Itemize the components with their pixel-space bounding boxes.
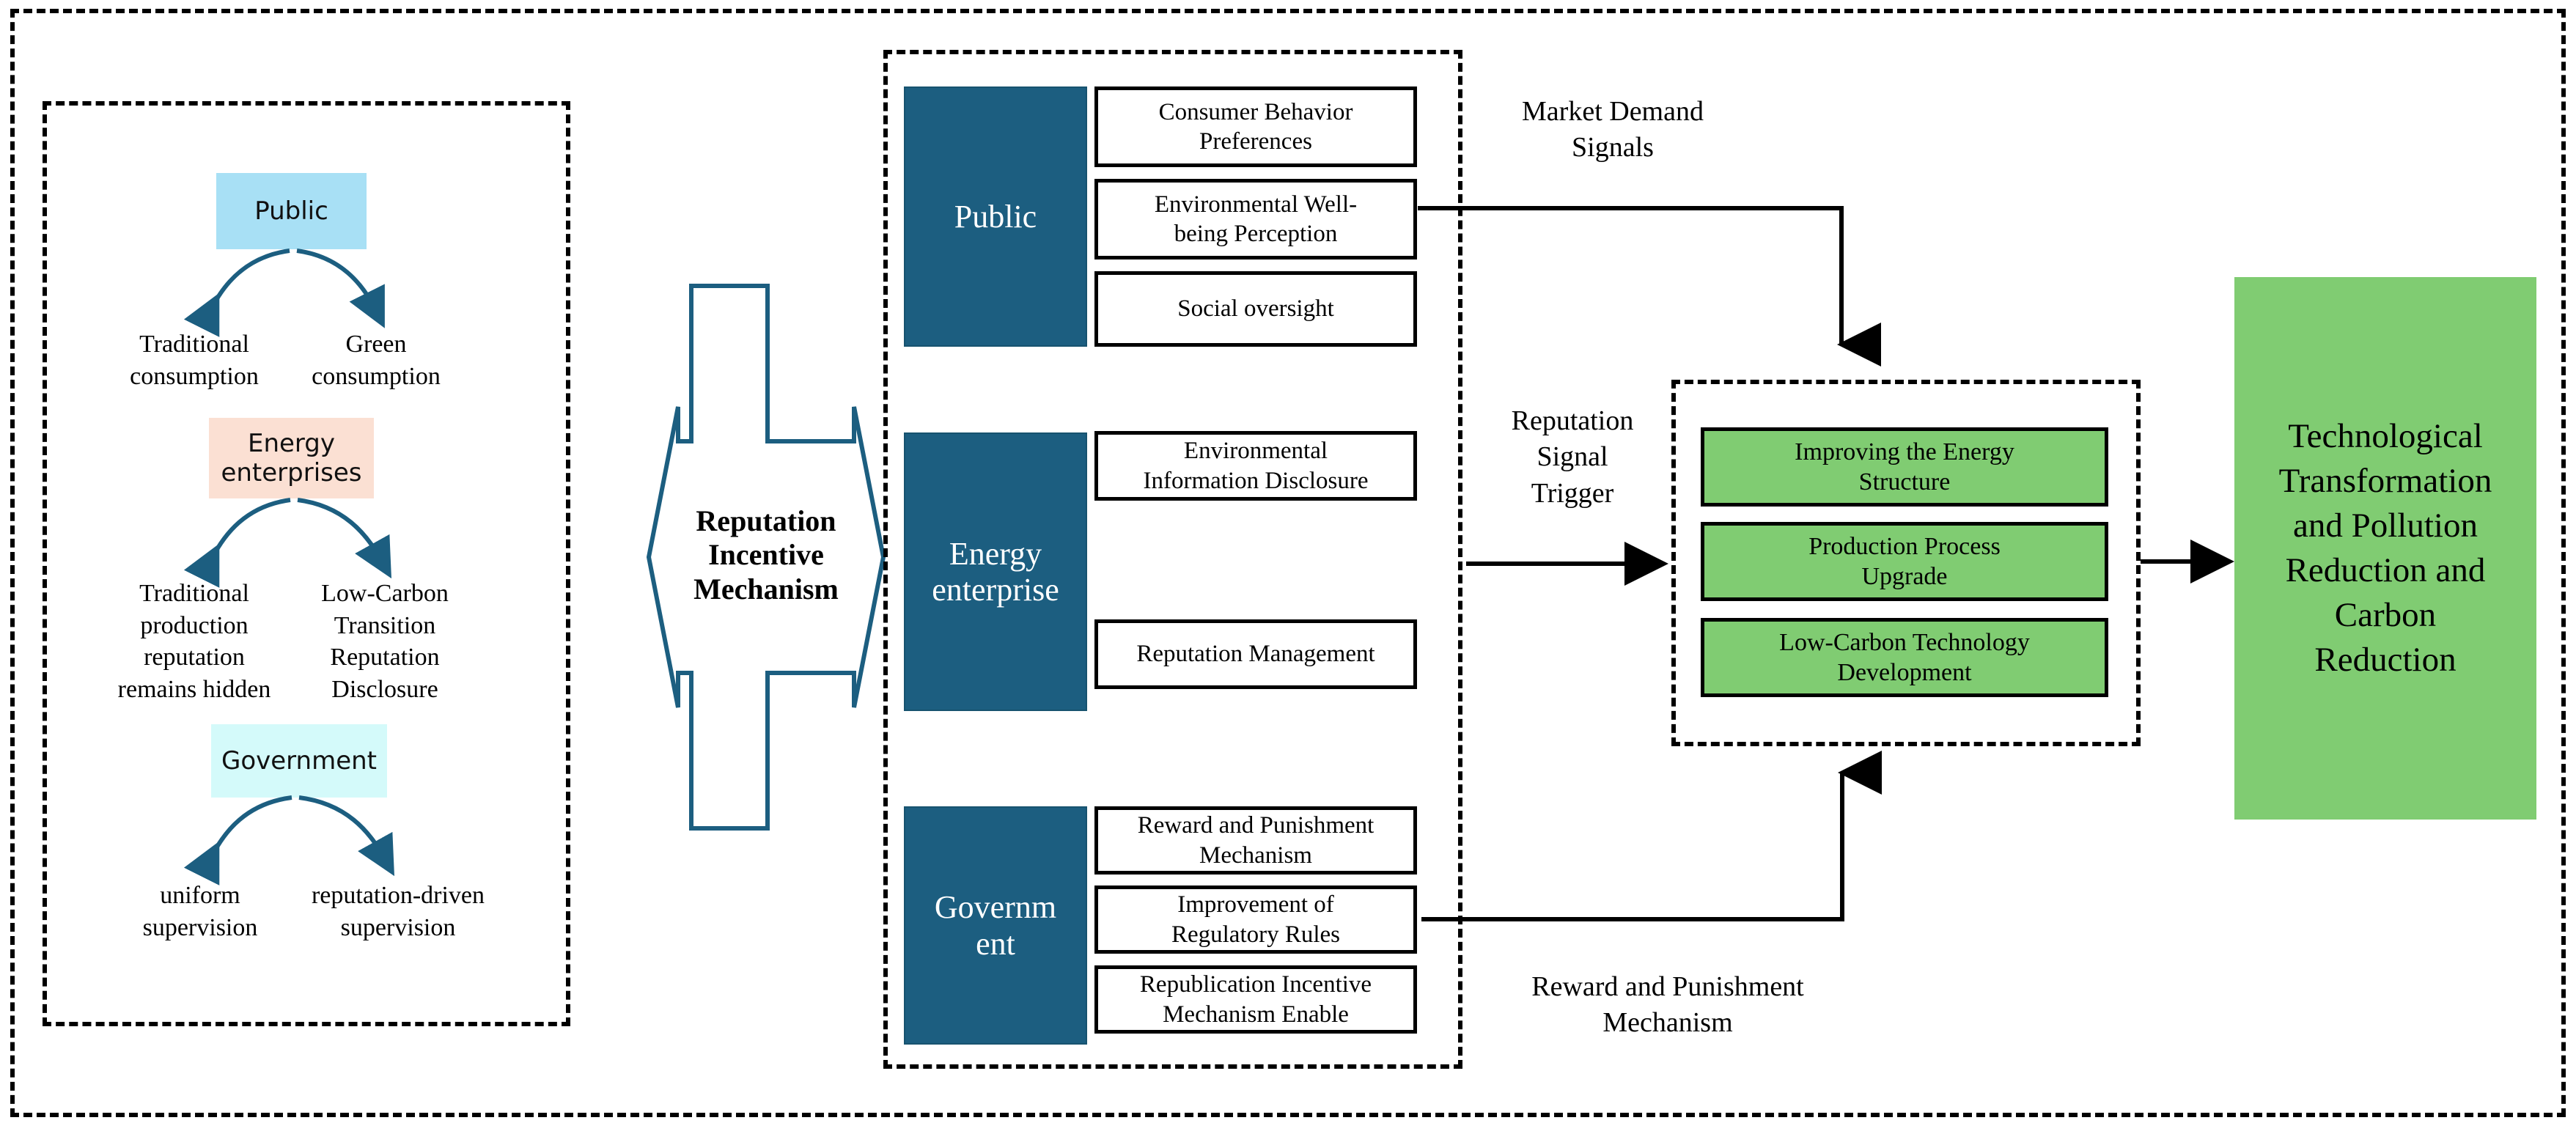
connector-label-reward-and-punishment-mechanism: Reward and Punishment Mechanism [1531,971,1804,1039]
action-low-carbon-technology-development: Low-Carbon Technology Development [1701,618,2108,697]
left-leaf-government-uniform: uniform supervision [142,882,258,941]
connector-label-market-demand-signals: Market Demand Signals [1522,96,1704,163]
action-improving-the-energy-structure: Improving the Energy Structure [1701,427,2108,507]
outer-frame [10,9,2566,1117]
left-leaf-public-traditional: Traditional consumption [130,331,259,390]
left-leaf-energy-traditional: Traditional production reputation remain… [117,580,271,703]
left-chip-government: Government [211,724,387,798]
action-production-process-upgrade: Production Process Upgrade [1701,522,2108,601]
connector-reputation-signal-trigger [1465,542,1685,586]
item-environmental-information-disclosure: Environmental Information Disclosure [1094,431,1417,501]
left-chip-public: Public [216,173,367,249]
actions-panel-frame [1671,380,2141,746]
role-box-energy-enterprise: Energy enterprise [904,432,1087,711]
connector-reward-and-punishment-mechanism [1418,751,1895,931]
item-consumer-behavior-preferences: Consumer Behavior Preferences [1094,86,1417,167]
left-leaf-public-green: Green consumption [312,331,441,390]
item-social-oversight: Social oversight [1094,271,1417,347]
outcome-technological-transformation: Technological Transformation and Polluti… [2234,277,2536,820]
left-chip-energy-enterprises: Energy enterprises [209,418,374,498]
item-improvement-of-regulatory-rules: Improvement of Regulatory Rules [1094,886,1417,954]
connector-actions-to-outcome [2139,540,2249,583]
left-leaf-energy-lowcarbon: Low-Carbon Transition Reputation Disclos… [321,580,449,703]
left-panel-frame [43,101,570,1026]
item-environmental-wellbeing-perception: Environmental Well- being Perception [1094,179,1417,259]
reputation-incentive-arrow-shape [645,279,887,836]
middle-panel-frame [883,50,1462,1069]
reputation-incentive-mechanism-label: Reputation Incentive Mechanism [693,504,839,605]
connector-label-reputation-signal-trigger: Reputation Signal Trigger [1511,405,1634,509]
role-box-public: Public [904,86,1087,347]
item-reward-and-punishment-mechanism: Reward and Punishment Mechanism [1094,806,1417,875]
item-reputation-management: Reputation Management [1094,619,1417,689]
item-republication-incentive-mechanism-enable: Republication Incentive Mechanism Enable [1094,965,1417,1034]
connector-market-demand-signals [1415,205,1891,374]
left-leaf-government-reputation: reputation-driven supervision [311,882,485,941]
role-box-government: Governm ent [904,806,1087,1045]
